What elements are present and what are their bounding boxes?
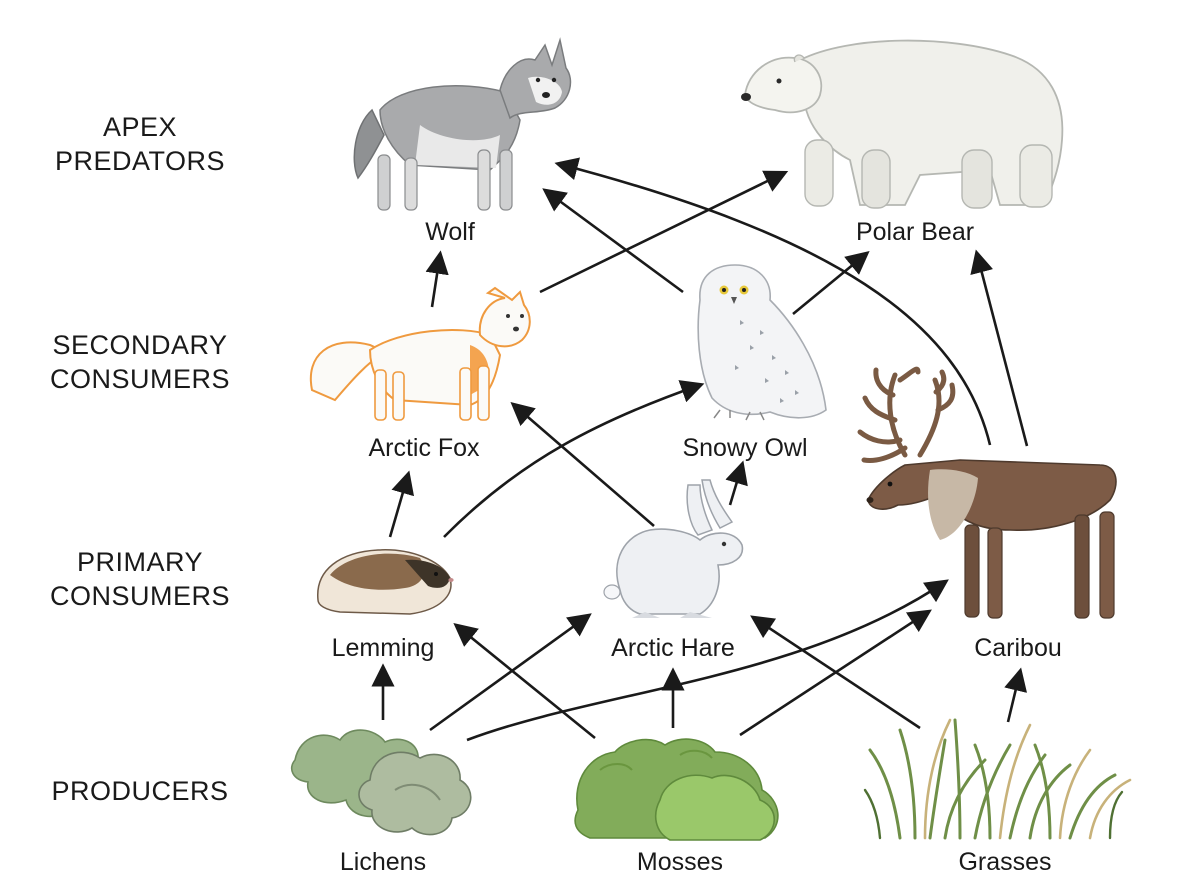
arrow-fox-wolf (425, 250, 449, 308)
lemming-icon (317, 549, 454, 615)
arctic-hare-icon (603, 479, 744, 618)
arrow-lichens-caribou (466, 579, 949, 742)
arrow-lichens-hare (429, 613, 592, 732)
arrow-mosses-lemming (453, 623, 596, 740)
caribou-icon (857, 366, 1117, 619)
label-snowy-owl: Snowy Owl (682, 434, 808, 462)
arrow-caribou-bear (970, 249, 1029, 447)
arctic-fox-icon (309, 286, 531, 421)
label-wolf: Wolf (425, 218, 475, 246)
label-polar-bear: Polar Bear (855, 218, 975, 246)
arrow-hare-owl (725, 460, 748, 506)
lichen-icon (291, 729, 472, 836)
grass-icon (863, 718, 1132, 840)
arrow-mosses-caribou (739, 609, 932, 737)
arrow-owl-bear (792, 251, 870, 316)
label-lemming: Lemming (331, 634, 435, 662)
arrow-hare-fox (510, 401, 655, 527)
label-caribou: Caribou (974, 634, 1062, 662)
level-label-primary: PRIMARY CONSUMERS (49, 547, 230, 611)
arrow-lemming-owl (443, 380, 705, 538)
arrow-owl-wolf (542, 188, 684, 294)
arrow-caribou-wolf (554, 157, 992, 446)
label-grasses: Grasses (958, 848, 1052, 876)
moss-icon (574, 738, 779, 841)
label-mosses: Mosses (636, 848, 724, 876)
arrow-grasses-caribou (1004, 667, 1028, 723)
level-label-apex: APEX PREDATORS (54, 112, 226, 176)
label-arctic-hare: Arctic Hare (611, 634, 735, 662)
label-arctic-fox: Arctic Fox (368, 434, 480, 462)
snowy-owl-icon (697, 264, 827, 421)
polar-bear-icon (741, 39, 1064, 209)
arrow-fox-bear (539, 170, 789, 294)
arrow-lemming-fox (388, 470, 415, 538)
label-lichens: Lichens (339, 848, 427, 876)
wolf-icon (353, 37, 572, 211)
level-label-secondary: SECONDARY CONSUMERS (49, 330, 230, 394)
arrow-grasses-hare (750, 615, 921, 730)
level-label-producers: PRODUCERS (51, 776, 229, 806)
